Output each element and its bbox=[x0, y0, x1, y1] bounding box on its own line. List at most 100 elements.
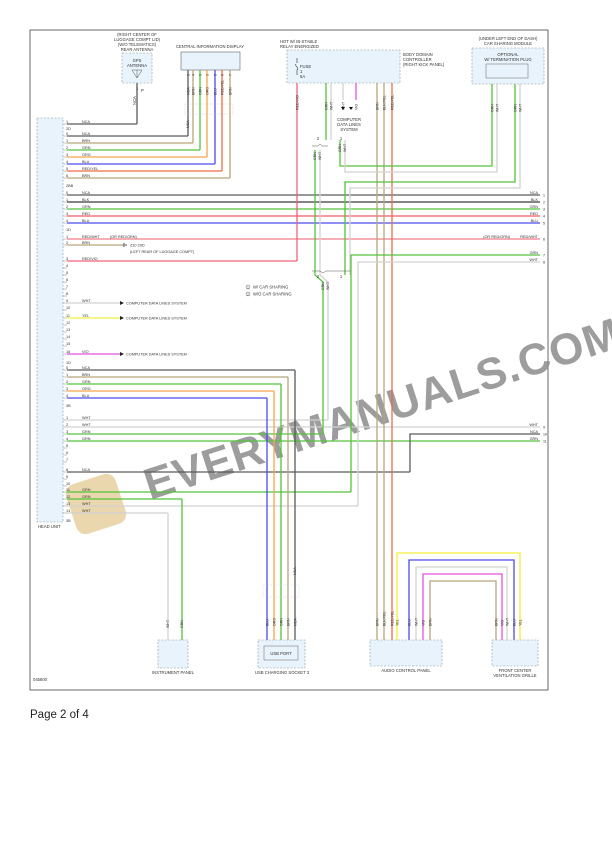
label: (OR RED/GRN) bbox=[483, 235, 511, 239]
pin-number: 2 bbox=[66, 423, 68, 427]
pin-number: 2 bbox=[66, 380, 68, 384]
splice-bracket bbox=[312, 143, 328, 147]
diagram-frame bbox=[29, 29, 549, 691]
label: DATA LINES bbox=[337, 122, 361, 127]
label: BRN bbox=[495, 618, 499, 626]
ground-icon bbox=[123, 243, 127, 247]
pin-number: 3 bbox=[66, 153, 68, 157]
right-wire-label: GRN bbox=[530, 205, 539, 209]
pin-number: 3 bbox=[66, 387, 68, 391]
label: NCA bbox=[132, 96, 137, 105]
label: SYSTEM bbox=[340, 127, 358, 132]
arrow-icon bbox=[120, 352, 124, 356]
pin-number: 0 bbox=[66, 366, 68, 370]
label: (UNDER LEFT END OF DASH) bbox=[479, 36, 538, 41]
label: BLU bbox=[408, 619, 412, 626]
label: 5 bbox=[214, 74, 218, 76]
label: WHT bbox=[166, 619, 170, 628]
cid-box bbox=[180, 51, 241, 71]
label: WHT bbox=[330, 101, 334, 110]
label: 2 bbox=[206, 74, 210, 76]
wire-color-label: GRN bbox=[82, 488, 91, 492]
label: NCA bbox=[186, 120, 190, 128]
wire-color-label: GRN bbox=[82, 430, 91, 434]
wire-color-label: BRN bbox=[82, 241, 90, 245]
right-terminal-number: 9 bbox=[543, 426, 545, 430]
pin-number: 1 bbox=[66, 139, 68, 143]
pin-number: 8 bbox=[66, 468, 68, 472]
pin-number: 5 bbox=[66, 167, 68, 171]
label: (RIGHT CENTER OF bbox=[117, 32, 157, 37]
label: 1 bbox=[300, 69, 303, 74]
fuse-icon bbox=[295, 58, 299, 75]
pin-number: 10 bbox=[66, 306, 70, 310]
wire bbox=[409, 433, 540, 472]
right-terminal-number: 6 bbox=[543, 238, 545, 242]
right-terminal-number: 11 bbox=[543, 440, 547, 444]
head-unit-box bbox=[36, 117, 64, 523]
wire-color-label: NCA bbox=[82, 468, 90, 472]
pin-number: 16 bbox=[66, 350, 70, 354]
right-terminal-number: 7 bbox=[543, 254, 545, 258]
label: NCA bbox=[293, 567, 297, 575]
label: 6 bbox=[221, 74, 225, 76]
wire bbox=[357, 261, 540, 506]
label: BRN bbox=[376, 102, 380, 110]
splice-bracket bbox=[312, 270, 351, 274]
wire-color-label: WHT bbox=[82, 502, 91, 506]
label: ANTENNA bbox=[127, 63, 147, 68]
wire-color-label: BRN bbox=[82, 373, 90, 377]
pin-number: 2 bbox=[66, 205, 68, 209]
pin-number: 7 bbox=[66, 285, 68, 289]
label: RED/VIO bbox=[296, 95, 300, 110]
label: FRONT CENTER bbox=[499, 668, 532, 673]
label: RELAY ENERGIZED bbox=[280, 44, 319, 49]
cid-title: CENTRAL INFORMATION DISPLAY bbox=[176, 44, 244, 49]
wire-color-label: BLU bbox=[82, 219, 90, 223]
label: RED/YEL bbox=[221, 80, 225, 95]
label: GRN bbox=[280, 618, 284, 626]
wire-color-label: WHT bbox=[82, 416, 91, 420]
wire-color-label: NCA bbox=[82, 191, 90, 195]
pin-number: 4 bbox=[66, 219, 68, 223]
wire bbox=[344, 84, 516, 275]
pin-number: 0 bbox=[66, 132, 68, 136]
label: COMPUTER bbox=[337, 117, 361, 122]
label: (RIGHT KICK PANEL) bbox=[403, 62, 445, 67]
pin-number: 10 bbox=[66, 482, 70, 486]
wire-color-label: NCA bbox=[82, 120, 90, 124]
pin-number: 5 bbox=[66, 444, 68, 448]
label: BLU bbox=[513, 619, 517, 626]
label: W/ CAR SHARING bbox=[253, 285, 288, 290]
label: RED/YEL bbox=[391, 611, 395, 626]
wire bbox=[344, 84, 498, 173]
connector-label: 1D bbox=[66, 228, 71, 232]
label: WHT bbox=[415, 617, 419, 626]
pin-number: 15 bbox=[66, 342, 70, 346]
diagram-id: 045800 bbox=[33, 677, 48, 682]
wire-color-label: GRN bbox=[82, 437, 91, 441]
right-wire-label: GRN bbox=[530, 437, 539, 441]
label: HOT W/ IB-STABLE bbox=[280, 39, 318, 44]
label: NCA bbox=[294, 618, 298, 626]
arrow-icon bbox=[120, 301, 124, 305]
label: WHT bbox=[343, 143, 347, 152]
label: P bbox=[141, 88, 144, 93]
label: 4 bbox=[192, 74, 196, 76]
wire-color-label: NCA bbox=[82, 366, 90, 370]
vent-grille-box bbox=[491, 639, 539, 667]
label: BLK/YEL bbox=[383, 611, 387, 626]
cid-splice-shield bbox=[184, 103, 234, 115]
alt-color-label: (OR RED/GRN) bbox=[110, 235, 138, 239]
wire bbox=[314, 150, 324, 434]
usb-port bbox=[263, 645, 299, 661]
wire-color-label: BRN bbox=[82, 139, 90, 143]
wire-color-label: RED/VIO bbox=[82, 257, 98, 261]
label: YEL bbox=[519, 619, 523, 626]
wire bbox=[415, 566, 508, 640]
destination-label: COMPUTER DATA LINES SYSTEM bbox=[126, 301, 187, 305]
label: VIO bbox=[355, 104, 359, 110]
label: WHT bbox=[506, 617, 510, 626]
wire-color-label: GRN bbox=[82, 380, 91, 384]
pin-number: 8 bbox=[66, 292, 68, 296]
